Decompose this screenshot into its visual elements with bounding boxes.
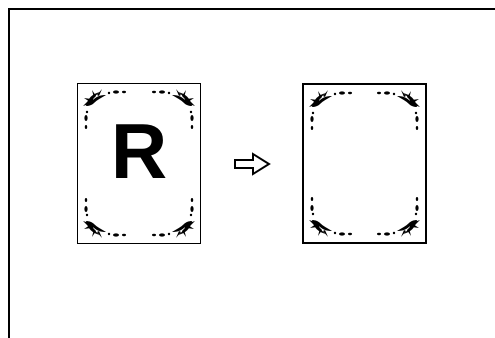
result-page — [302, 83, 427, 244]
floral-corner-ornament-icon — [150, 193, 198, 241]
floral-corner-ornament-icon — [375, 192, 423, 240]
floral-corner-ornament-icon — [306, 87, 354, 135]
floral-corner-ornament-icon — [375, 87, 423, 135]
floral-corner-ornament-icon — [80, 193, 128, 241]
right-outline-arrow-icon — [233, 152, 273, 176]
source-page: R — [77, 83, 201, 244]
source-page-letter: R — [78, 112, 200, 190]
floral-corner-ornament-icon — [306, 192, 354, 240]
